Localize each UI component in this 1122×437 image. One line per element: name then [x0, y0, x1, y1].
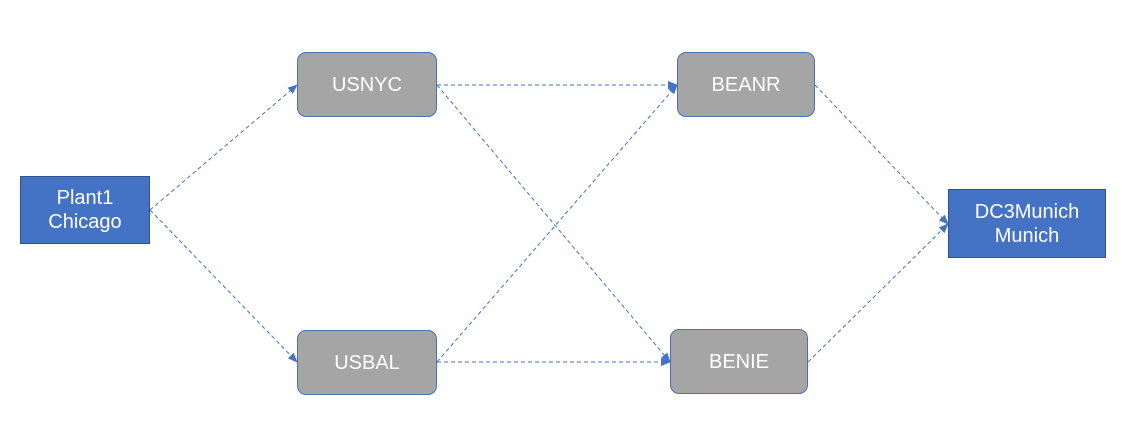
node-beanr[interactable]: BEANR [677, 52, 815, 117]
edge-plant-usnyc [149, 84, 298, 211]
edge-benie-dc3 [807, 223, 949, 363]
edge-usnyc-benie [436, 84, 671, 363]
node-benie[interactable]: BENIE [670, 329, 808, 394]
node-plant1-chicago[interactable]: Plant1 Chicago [20, 176, 150, 244]
node-dc3munich-line1: DC3Munich [974, 200, 1080, 223]
edge-plant-usbal [149, 209, 298, 363]
node-usnyc[interactable]: USNYC [297, 52, 437, 117]
node-usbal[interactable]: USBAL [297, 330, 437, 395]
node-usbal-label: USBAL [334, 351, 400, 374]
edge-beanr-dc3 [814, 84, 949, 225]
node-dc3munich-line2: Munich [994, 224, 1060, 247]
edge-usbal-beanr [436, 84, 678, 363]
node-benie-label: BENIE [708, 350, 770, 373]
node-usnyc-label: USNYC [331, 73, 402, 96]
node-plant1-line2: Chicago [48, 211, 122, 233]
node-dc3munich[interactable]: DC3Munich Munich [948, 189, 1106, 258]
node-plant1-line1: Plant1 [56, 187, 114, 209]
node-beanr-label: BEANR [711, 73, 781, 96]
